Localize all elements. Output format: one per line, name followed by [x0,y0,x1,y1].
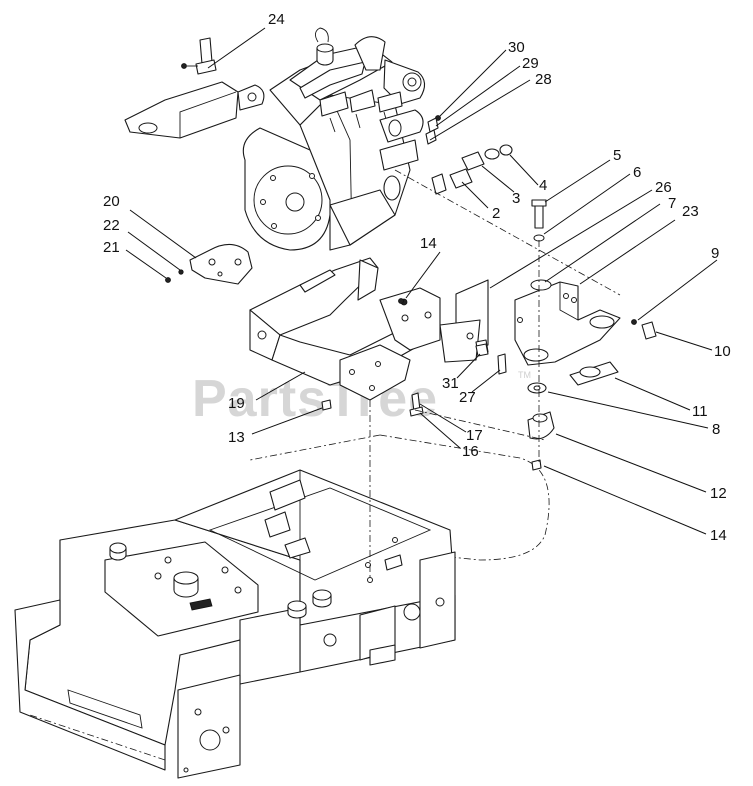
callout-20: 20 [103,193,120,210]
callout-29: 29 [522,55,539,72]
callout-6: 6 [633,164,641,181]
callout-14-upper: 14 [420,235,437,252]
right-mount-bracket [514,281,657,386]
alignment-line-mount [414,409,546,441]
callout-23: 23 [682,203,699,220]
callout-16: 16 [462,443,479,460]
callout-22: 22 [103,217,120,234]
callout-4: 4 [539,177,547,194]
engine-assembly [124,27,513,251]
callout-9: 9 [711,245,719,262]
callout-7: 7 [668,195,676,212]
callout-8: 8 [712,421,720,438]
callout-26: 26 [655,179,672,196]
engine-mount-cradle [249,257,441,401]
callout-31: 31 [442,375,459,392]
callout-5: 5 [613,147,621,164]
callout-3: 3 [512,190,520,207]
small-fasteners [321,298,489,580]
callout-12: 12 [710,485,727,502]
callout-13: 13 [228,429,245,446]
bracket-26 [439,279,507,375]
callout-14-lower: 14 [710,527,727,544]
callout-28: 28 [535,71,552,88]
leader-lines [125,27,718,535]
center-bolt-stack [527,199,555,471]
callout-10: 10 [714,343,731,360]
callout-27: 27 [459,389,476,406]
callout-21: 21 [103,239,120,256]
callout-labels: 24 30 29 28 5 6 26 7 23 4 3 2 20 22 21 1… [103,11,731,544]
callout-24: 24 [268,11,285,28]
left-engine-bracket [165,243,253,285]
callout-19: 19 [228,395,245,412]
chassis-frame [14,434,550,779]
watermark-trademark: TM [518,370,531,380]
alignment-line-engine [394,169,621,296]
callout-11: 11 [692,403,708,420]
callout-17: 17 [466,427,483,444]
callout-2: 2 [492,205,500,222]
callout-30: 30 [508,39,525,56]
